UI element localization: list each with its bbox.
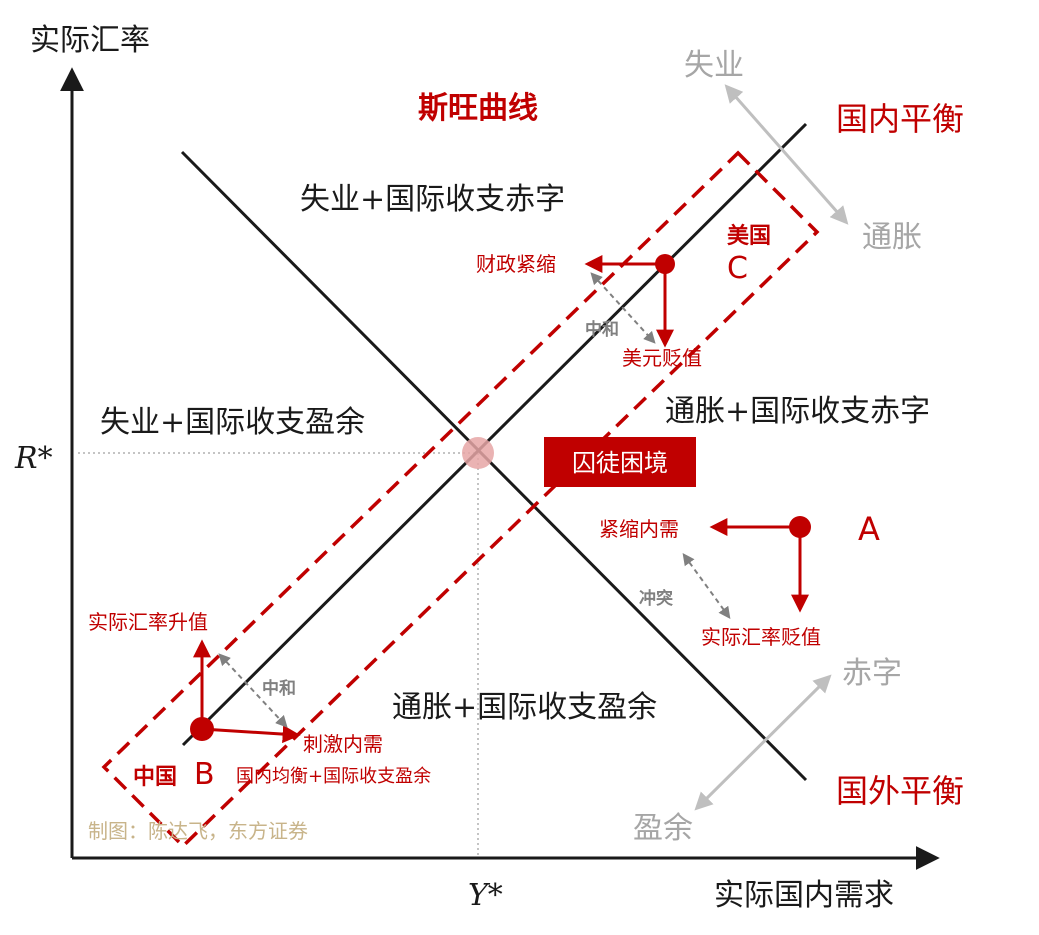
internal-balance-label: 国内平衡 bbox=[836, 100, 964, 138]
dilemma-label: 囚徒困境 bbox=[572, 449, 668, 477]
b-right-arrow bbox=[201, 725, 301, 744]
inflation-label: 通胀 bbox=[862, 220, 922, 255]
a-conflict-arrow bbox=[682, 553, 731, 619]
surplus-label: 盈余 bbox=[633, 811, 693, 846]
c-relation-label: 中和 bbox=[585, 319, 619, 340]
a-left-label: 紧缩内需 bbox=[599, 517, 679, 541]
credit-text: 制图：陈达飞，东方证券 bbox=[88, 819, 308, 843]
c-left-label: 财政紧缩 bbox=[476, 252, 556, 276]
c-neutralize-arrow bbox=[590, 272, 656, 344]
point-c bbox=[655, 254, 675, 274]
deficit-label: 赤字 bbox=[842, 656, 902, 691]
y-star-label: Y* bbox=[468, 878, 503, 913]
b-state-label: 国内均衡+国际收支盈余 bbox=[236, 766, 431, 787]
point-a bbox=[789, 516, 811, 538]
region-left-label: 失业+国际收支盈余 bbox=[100, 405, 365, 440]
region-bottom-label: 通胀+国际收支盈余 bbox=[392, 690, 657, 725]
diagram-title: 斯旺曲线 bbox=[418, 91, 538, 126]
unemployment-inflation-arrow bbox=[724, 84, 849, 225]
b-neutralize-arrow bbox=[218, 653, 288, 728]
region-top-label: 失业+国际收支赤字 bbox=[300, 182, 565, 217]
external-balance-label: 国外平衡 bbox=[836, 772, 964, 810]
point-b bbox=[190, 717, 214, 741]
b-country-label: 中国 bbox=[133, 764, 177, 790]
surplus-deficit-arrow bbox=[694, 674, 832, 811]
unemployment-label: 失业 bbox=[684, 48, 744, 83]
a-relation-label: 冲突 bbox=[639, 588, 673, 609]
y-axis-label: 实际汇率 bbox=[30, 23, 150, 58]
c-country-label: 美国 bbox=[727, 223, 771, 249]
b-up-label: 实际汇率升值 bbox=[88, 610, 208, 634]
c-down-label: 美元贬值 bbox=[622, 346, 702, 370]
c-point-label: C bbox=[727, 251, 748, 286]
b-right-label: 刺激内需 bbox=[303, 732, 383, 756]
r-star-label: R* bbox=[14, 441, 53, 476]
dilemma-band bbox=[101, 150, 820, 849]
dilemma-box bbox=[544, 437, 696, 487]
b-point-label: B bbox=[194, 757, 215, 792]
a-point-label: A bbox=[858, 510, 880, 548]
region-right-label: 通胀+国际收支赤字 bbox=[665, 394, 930, 429]
b-relation-label: 中和 bbox=[262, 678, 296, 699]
x-axis-label: 实际国内需求 bbox=[714, 878, 894, 913]
internal-balance-line bbox=[181, 122, 808, 747]
a-down-label: 实际汇率贬值 bbox=[701, 625, 821, 649]
equilibrium-point bbox=[462, 437, 494, 469]
